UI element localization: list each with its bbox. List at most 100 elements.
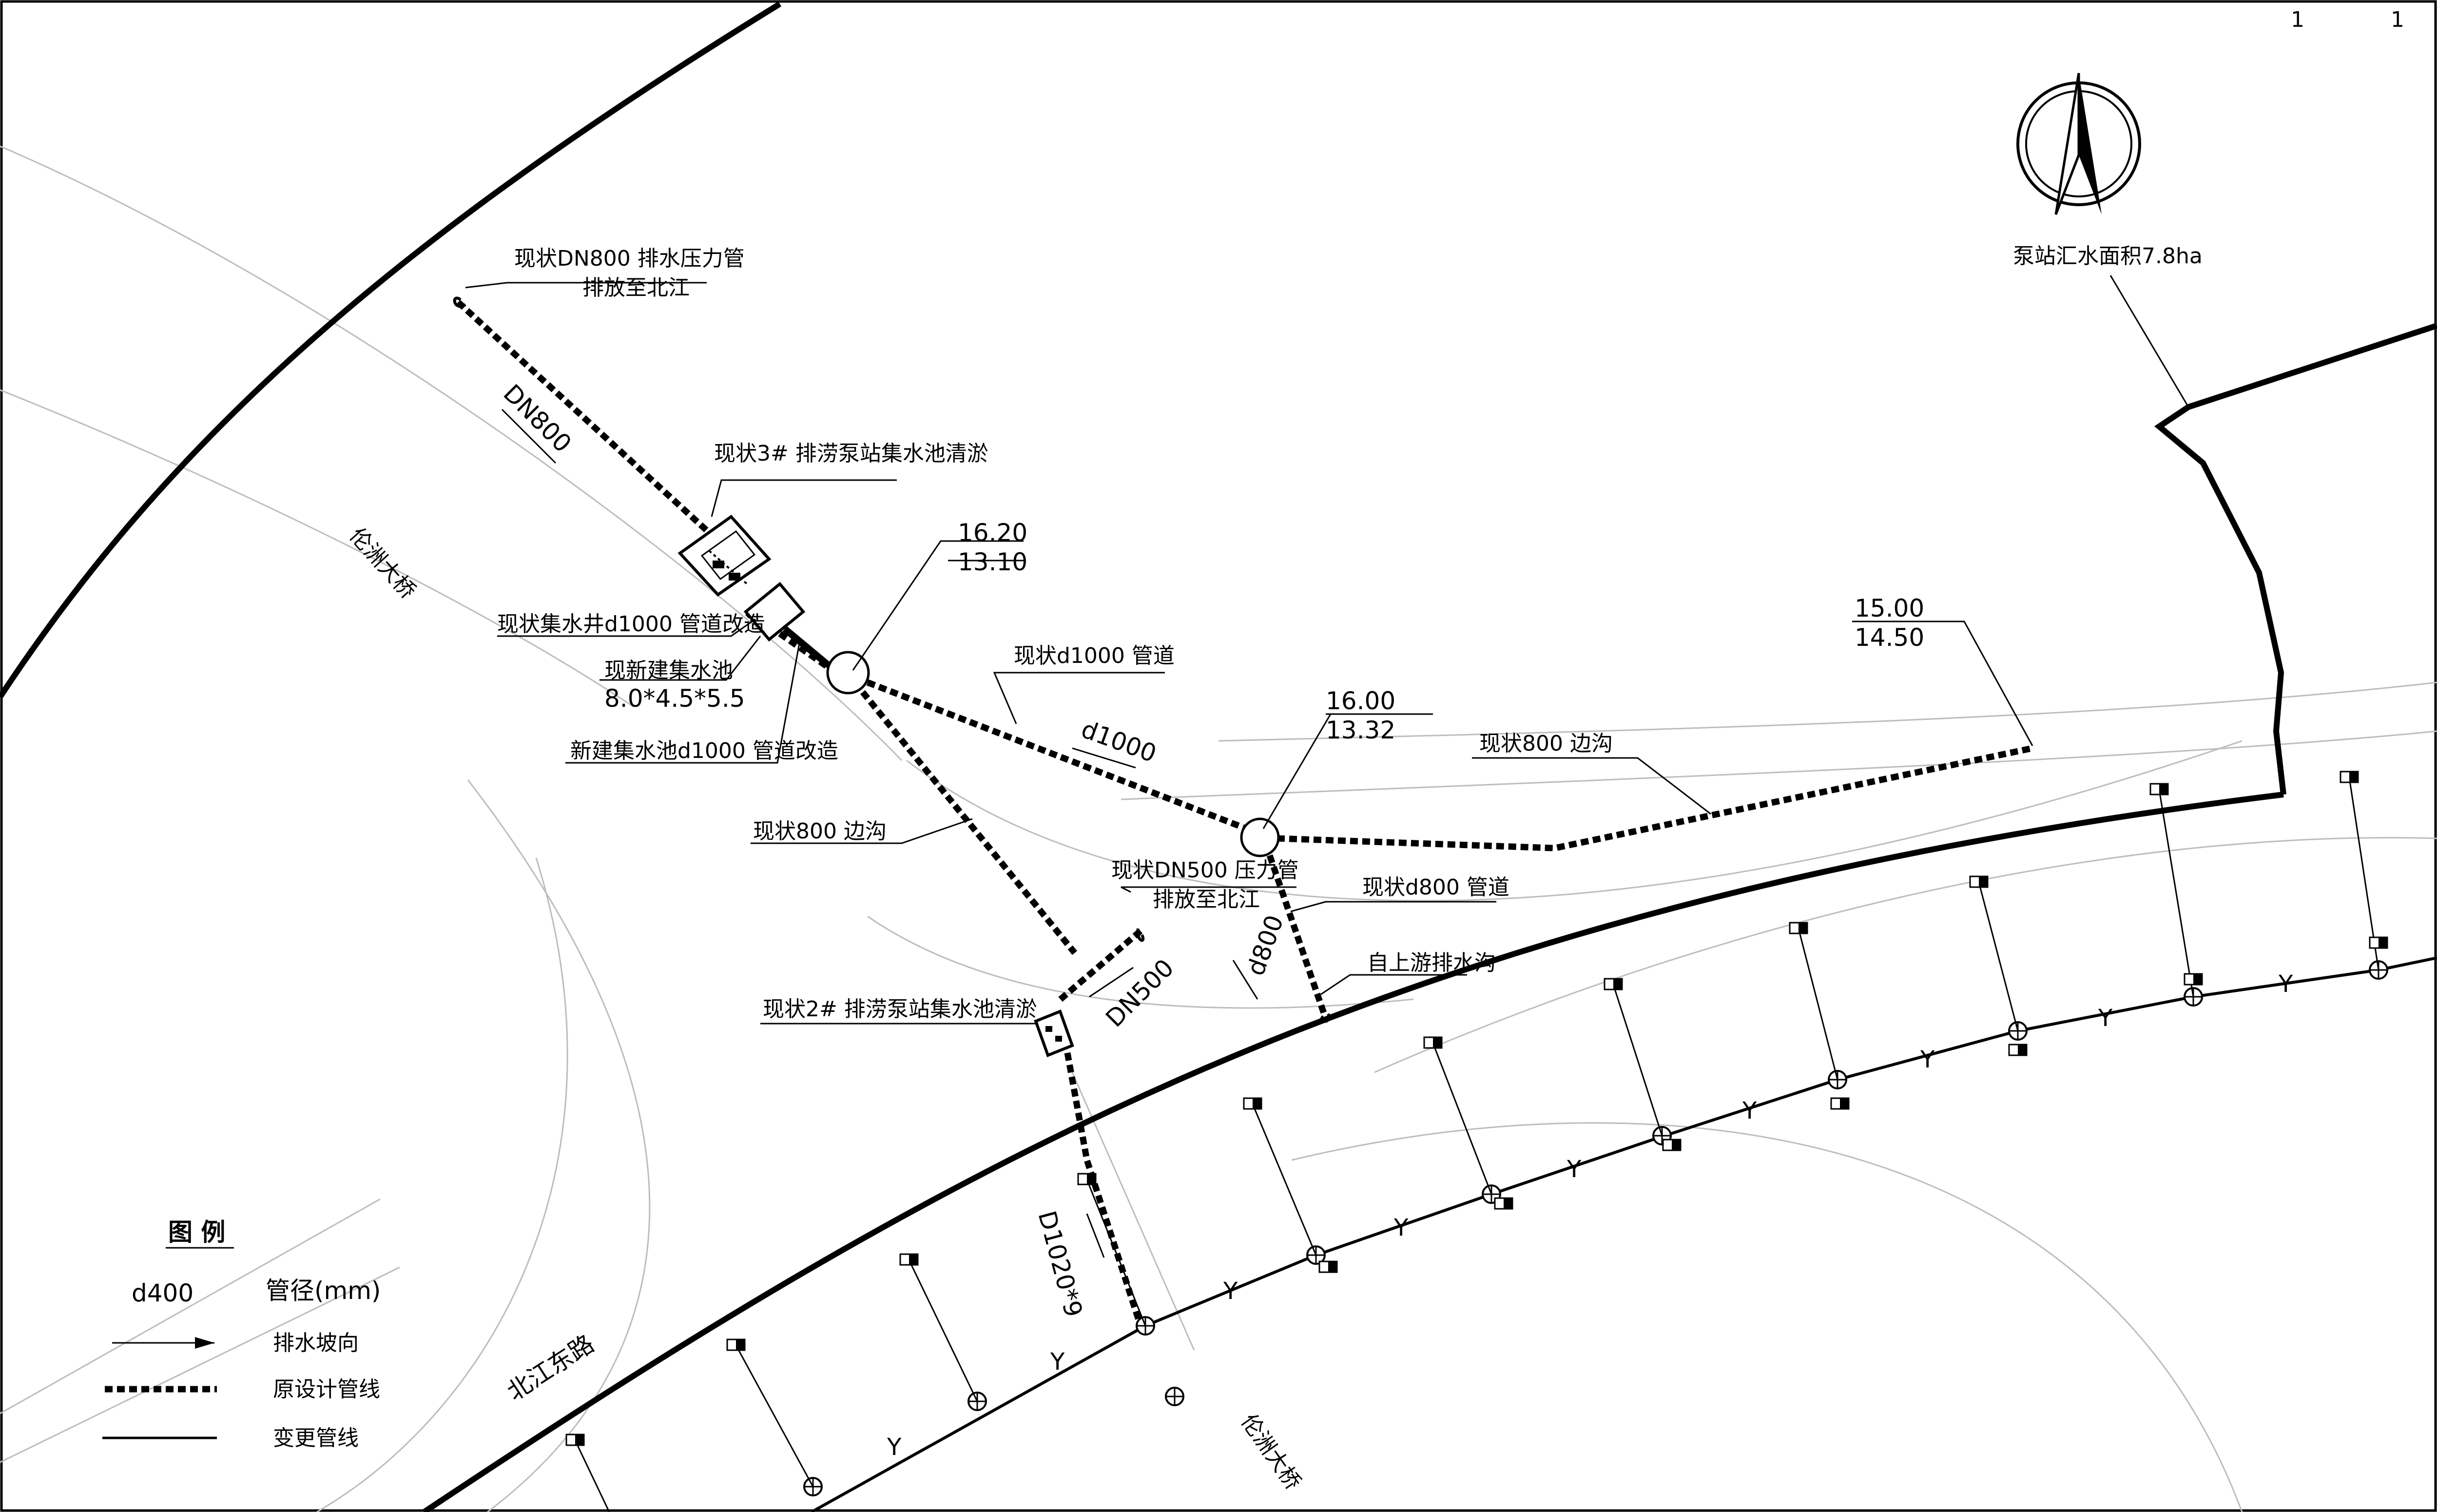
sewer-marker-label: Y bbox=[1567, 1156, 1582, 1183]
dn800-pressure-label: 现状DN800 排水压力管 bbox=[514, 246, 745, 271]
pressure-pipe-end bbox=[453, 296, 466, 308]
rain-inlet-icon bbox=[1423, 1036, 1443, 1049]
legend-slope-label: 排水坡向 bbox=[273, 1331, 359, 1356]
manhole-icon bbox=[1165, 1387, 1184, 1406]
rain-inlet-icon bbox=[2340, 771, 2359, 783]
dn800-size-label: DN800 bbox=[498, 379, 577, 458]
new-tank-size: 8.0*4.5*5.5 bbox=[604, 684, 745, 713]
rain-inlet-icon bbox=[2008, 1044, 2028, 1056]
road-name-lunzhou-bridge-b: 伦洲大桥 bbox=[1236, 1410, 1306, 1494]
node2-top-elevation: 16.00 bbox=[1326, 687, 1395, 715]
station2-label: 现状2# 排涝泵站集水池清淤 bbox=[763, 997, 1037, 1022]
well-d1000-label: 现状集水井d1000 管道改造 bbox=[497, 612, 765, 637]
new-tank-label: 现新建集水池 bbox=[604, 658, 733, 683]
node2-bottom-elevation: 13.32 bbox=[1326, 716, 1395, 744]
inlet-connector bbox=[1978, 882, 2019, 1031]
annotation-leaders bbox=[465, 282, 2033, 1025]
d1020-size-label: D1020*9 bbox=[1032, 1208, 1088, 1320]
rain-inlets bbox=[565, 771, 2388, 1512]
sewer-marker-label: Y bbox=[1050, 1348, 1065, 1376]
end-bottom-elevation: 14.50 bbox=[1855, 623, 1924, 652]
road-edge-line bbox=[422, 792, 2284, 1512]
station3-label: 现状3# 排涝泵站集水池清淤 bbox=[714, 441, 988, 466]
road-name-lunzhou-bridge-a: 伦洲大桥 bbox=[345, 523, 421, 603]
inlet-connector bbox=[1086, 1179, 1146, 1326]
new-collection-tank bbox=[743, 582, 806, 642]
rain-inlet-icon bbox=[2149, 783, 2169, 795]
catchment-boundary bbox=[2154, 323, 2437, 795]
rain-inlet-icon bbox=[1243, 1097, 1262, 1110]
rain-inlet-icon bbox=[2369, 936, 2388, 949]
legend-size-label: 管径(mm) bbox=[266, 1277, 381, 1305]
new-tank-d1000-label: 新建集水池d1000 管道改造 bbox=[570, 738, 838, 763]
original-pipelines bbox=[456, 300, 2033, 1327]
pump-station-2 bbox=[1034, 1009, 1074, 1057]
node1-bottom-elevation: 13.10 bbox=[958, 548, 1027, 576]
north-arrow-icon bbox=[2016, 73, 2141, 215]
inlet-connector bbox=[1432, 1043, 1492, 1195]
dn500-pipe-end bbox=[1136, 928, 1145, 942]
sewer-marker-label: Y bbox=[2278, 970, 2293, 998]
dn500-pressure-label: 现状DN500 压力管 bbox=[1111, 858, 1299, 883]
inlet-connector bbox=[908, 1260, 978, 1402]
river-bank-line bbox=[0, 1, 782, 699]
page-number-right: 1 bbox=[2391, 7, 2404, 32]
end-top-elevation: 15.00 bbox=[1855, 594, 1924, 622]
rain-inlet-icon bbox=[1494, 1197, 1513, 1210]
sewer-marker-label: Y bbox=[887, 1434, 902, 1461]
legend-title: 图 例 bbox=[168, 1218, 225, 1246]
inlet-connector bbox=[574, 1440, 610, 1512]
d1000-size-label: d1000 bbox=[1078, 715, 1160, 768]
node1-top-elevation: 16.20 bbox=[958, 519, 1027, 547]
pipe-d1000-label: 现状d1000 管道 bbox=[1014, 643, 1175, 668]
sewer-marker-label: Y bbox=[2098, 1005, 2113, 1032]
upstream-ditch-label: 自上游排水沟 bbox=[1367, 950, 1496, 975]
manhole-icon bbox=[1136, 1316, 1155, 1336]
inlet-connector bbox=[1252, 1104, 1317, 1256]
rain-inlet-icon bbox=[726, 1338, 746, 1351]
manhole-node-2 bbox=[1240, 817, 1280, 857]
road-name-beijiang-east: 北江东路 bbox=[502, 1329, 599, 1406]
legend-arrowhead-icon bbox=[195, 1337, 214, 1349]
tank-connector bbox=[782, 626, 831, 668]
background-road-curves bbox=[0, 145, 2437, 1512]
rain-inlet-icon bbox=[1604, 978, 1623, 990]
rain-inlet-icon bbox=[1969, 875, 1989, 888]
ditch800-a-label: 现状800 边沟 bbox=[753, 819, 887, 844]
page-number-left: 1 bbox=[2291, 7, 2304, 32]
inlet-connector bbox=[1612, 984, 1663, 1136]
catchment-leader bbox=[2109, 275, 2189, 407]
dn500-pressure-discharge: 排放至北江 bbox=[1153, 887, 1260, 912]
d800-size-label: d800 bbox=[1241, 911, 1289, 979]
ditch800-b-label: 现状800 边沟 bbox=[1479, 731, 1613, 756]
sewer-marker-label: Y bbox=[1920, 1046, 1935, 1073]
rain-inlet-icon bbox=[1077, 1173, 1097, 1185]
upstream-ditch-end bbox=[1320, 1013, 1331, 1023]
sewer-marker-label: Y bbox=[1223, 1278, 1238, 1305]
legend-original-label: 原设计管线 bbox=[273, 1377, 380, 1402]
legend-size-sample: d400 bbox=[132, 1279, 193, 1307]
sewer-marker-label: Y bbox=[1393, 1214, 1409, 1241]
rain-inlet-icon bbox=[565, 1434, 585, 1446]
inlet-connector bbox=[2158, 789, 2194, 997]
catchment-area-label: 泵站汇水面积7.8ha bbox=[2013, 244, 2203, 269]
rain-inlet-icon bbox=[1662, 1139, 1682, 1151]
pump-station-3 bbox=[677, 514, 772, 597]
legend-changed-label: 变更管线 bbox=[273, 1426, 359, 1451]
flow-arrows bbox=[501, 408, 1258, 1258]
rain-inlet-icon bbox=[1830, 1097, 1850, 1110]
dn500-size-label: DN500 bbox=[1100, 953, 1179, 1032]
dn800-pressure-discharge: 排放至北江 bbox=[582, 275, 690, 300]
sewer-main-line bbox=[811, 956, 2437, 1512]
inlet-connector bbox=[735, 1345, 814, 1487]
rain-inlet-icon bbox=[1789, 922, 1808, 934]
sewer-markers: Y Y Y Y Y Y Y Y Y bbox=[887, 970, 2293, 1461]
rain-inlet-icon bbox=[899, 1253, 919, 1266]
rain-inlet-icon bbox=[2184, 973, 2203, 986]
rain-inlet-icon bbox=[1318, 1260, 1338, 1273]
manhole-node-1 bbox=[826, 651, 870, 695]
legend: 图 例 d400 管径(mm) 排水坡向 原设计管线 变更管线 bbox=[102, 1218, 381, 1451]
pipe-d800-label: 现状d800 管道 bbox=[1362, 875, 1509, 900]
